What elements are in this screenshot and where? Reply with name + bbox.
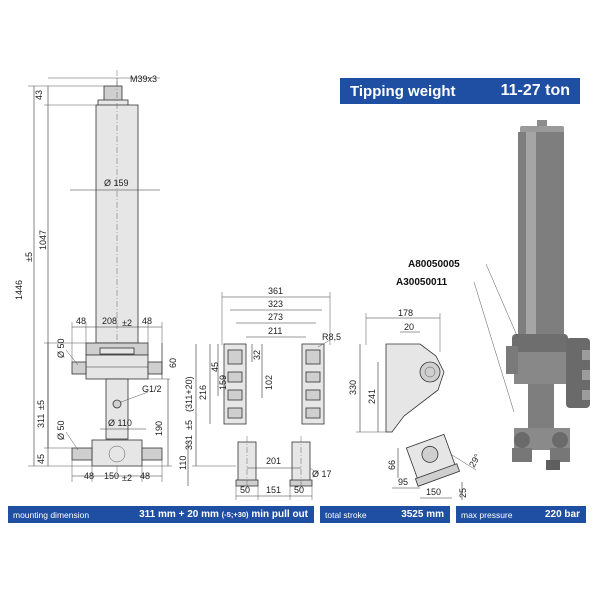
mounting-label: mounting dimension — [13, 509, 90, 520]
dimension-label-d17: Ø 17 — [312, 469, 332, 479]
part-number-primary: A80050005 — [408, 259, 460, 270]
mounting-dimension-bar: mounting dimension 311 mm + 20 mm (-5;+3… — [8, 506, 314, 523]
side-bracket-labels: 178 20 330 241 66 95 150 29° 25 — [348, 308, 483, 498]
dimension-label-h241: 241 — [367, 389, 377, 404]
dimension-label-angle: 29° — [467, 452, 483, 469]
total-stroke-bar: total stroke 3525 mm — [320, 506, 450, 523]
dimension-label-d50_lower: Ø 50 — [56, 420, 66, 440]
dimension-label-h330: 330 — [348, 380, 358, 395]
dimension-label-h159: 159 — [218, 375, 228, 390]
cylinder-3d-render — [506, 120, 590, 470]
dimension-label-h331: 331 — [184, 435, 194, 450]
dimension-label-w178: 178 — [398, 308, 413, 318]
banner-title: Tipping weight — [350, 82, 456, 100]
dimension-label-d110: Ø 110 — [108, 418, 132, 428]
bracket-dimension-labels: 361 323 273 211 R8,5 45 32 159 216 102 3… — [178, 286, 341, 495]
dimension-label-flange_right: 48 — [142, 316, 152, 326]
dimension-label-base_mid: 150 — [104, 471, 119, 481]
dimension-label-len311: 311 — [36, 414, 46, 428]
dimension-label-base_right: 48 — [140, 471, 150, 481]
dimension-label-h331_extra: (311+20) — [184, 376, 194, 412]
dimension-label-flange_mid: 208 — [102, 316, 117, 326]
dimension-label-top: 43 — [34, 90, 44, 100]
bracket-views — [187, 292, 331, 500]
stroke-label: total stroke — [325, 509, 367, 520]
dimension-label-w150b: 150 — [426, 487, 441, 497]
dimension-label-r85: R8,5 — [322, 332, 341, 342]
dimension-label-w20: 20 — [404, 322, 414, 332]
part-number-secondary: A30050011 — [396, 277, 448, 288]
dimension-label-body_length: 1047 — [38, 230, 48, 250]
dimension-label-h60: 60 — [168, 358, 178, 368]
dimension-label-h102: 102 — [264, 375, 274, 390]
stroke-value: 3525 mm — [401, 509, 444, 520]
mounting-value: 311 mm + 20 mm (-5;+30) min pull out — [139, 509, 308, 520]
dimension-label-h110: 110 — [178, 456, 188, 470]
cylinder-front-view — [28, 70, 172, 482]
dimension-label-w361: 361 — [268, 286, 283, 296]
dimension-label-w95: 95 — [398, 477, 408, 487]
dimension-label-h190: 190 — [154, 421, 164, 436]
dimension-label-h216: 216 — [198, 385, 208, 400]
side-bracket-view — [356, 313, 477, 500]
banner-range: 11-27 ton — [500, 82, 570, 99]
dimension-label-w50b: 50 — [294, 485, 304, 495]
dimension-label-w323: 323 — [268, 299, 283, 309]
dimension-label-total_tol: ±5 — [24, 252, 34, 262]
dimension-label-d50_upper: Ø 50 — [56, 338, 66, 358]
max-pressure-bar: max pressure 220 bar — [456, 506, 586, 523]
dimension-label-w211: 211 — [268, 326, 282, 336]
dimension-label-h25: 25 — [458, 488, 468, 498]
dimension-label-flange_left: 48 — [76, 316, 86, 326]
dimension-label-diameter: Ø 159 — [104, 178, 129, 188]
dimension-label-total_length: 1446 — [14, 280, 24, 300]
pressure-value: 220 bar — [544, 509, 580, 520]
dimension-label-port: G1/2 — [142, 384, 162, 394]
tipping-weight-banner: Tipping weight 11-27 ton — [340, 78, 580, 104]
dimension-label-base_mid_tol: ±2 — [122, 473, 132, 483]
dimension-label-flange_mid_tol: ±2 — [122, 318, 132, 328]
dimension-label-h32: 32 — [252, 350, 262, 360]
cylinder-dimension-labels: M39x3 43 1047 1446 ±5 Ø 159 48 208 ±2 48… — [14, 74, 178, 483]
dimension-label-h331_tol: ±5 — [184, 420, 194, 430]
dimension-label-h45b: 45 — [210, 362, 220, 372]
dimension-label-thread: M39x3 — [130, 74, 157, 84]
dimension-label-h45: 45 — [36, 454, 46, 464]
dimension-label-w201: 201 — [266, 456, 281, 466]
dimension-label-len311_tol: ±5 — [36, 400, 46, 410]
dimension-label-h66: 66 — [387, 460, 397, 470]
dimension-label-w50a: 50 — [240, 485, 250, 495]
dimension-label-w151: 151 — [266, 485, 281, 495]
dimension-label-w273: 273 — [268, 312, 283, 322]
pressure-label: max pressure — [461, 509, 513, 520]
dimension-label-base_left: 48 — [84, 471, 94, 481]
